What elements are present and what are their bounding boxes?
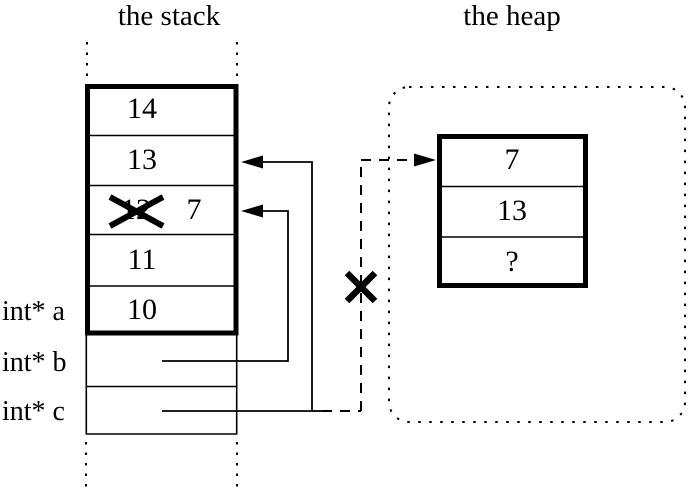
pointer-label-b: int* b [2,347,67,378]
heap-cell-value: 13 [497,194,527,227]
heap-record-box [437,134,588,288]
pointer-c-arrowhead-icon [241,155,263,169]
crossed-out-value-x-icon [108,194,165,229]
broken-link-x-icon [344,270,378,304]
pointer-b-arrowhead-icon [241,204,263,218]
pointer-b-line [162,210,289,362]
stack-cell-value: 11 [127,243,157,276]
stack-title: the stack [117,0,221,32]
pointer-c-line [162,161,313,412]
stack-cell-new-value: 7 [186,193,202,226]
stack-frame-box [85,84,239,336]
heap-cell-value: 7 [504,143,520,176]
stack-cell-value: 14 [127,92,157,125]
pointer-label-a: int* a [2,296,65,327]
heap-title: the heap [463,0,561,32]
stack-cell-value: 10 [127,293,157,326]
stack-cell-old-value-crossed: 12 [121,193,151,226]
stack-cell-value: 13 [127,143,157,176]
pointer-label-c: int* c [2,396,65,427]
broken-link-arrowhead-icon [414,153,436,167]
heap-cell-value: ? [505,245,519,278]
